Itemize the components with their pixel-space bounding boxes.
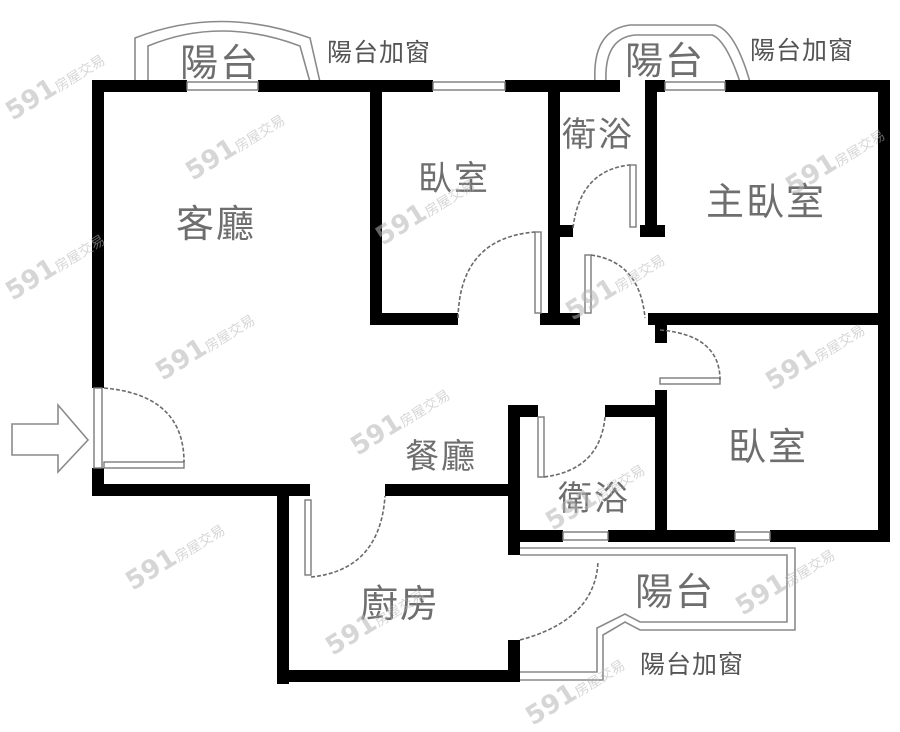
room-label-dining-room: 餐廳 <box>405 437 477 477</box>
room-label-bedroom-2: 臥室 <box>728 425 809 469</box>
balcony-top-right-outline <box>594 24 751 83</box>
walls <box>92 80 890 684</box>
floor-plan-drawing <box>11 20 890 684</box>
room-label-bedroom-1: 臥室 <box>418 159 490 199</box>
room-label-bathroom-2: 衛浴 <box>558 479 630 519</box>
balcony-label-bottom: 陽台 <box>635 570 716 614</box>
balcony-note-top-left: 陽台加窗 <box>327 38 432 67</box>
entrance-arrow-icon <box>11 402 90 475</box>
doors <box>103 164 721 641</box>
room-label-bathroom-1: 衛浴 <box>562 115 634 155</box>
room-label-living-room: 客廳 <box>176 202 257 246</box>
windows <box>93 81 771 541</box>
balcony-note-top-right: 陽台加窗 <box>750 36 855 65</box>
room-label-kitchen: 廚房 <box>360 582 441 626</box>
balcony-label-top-left: 陽台 <box>180 41 261 85</box>
balcony-note-bottom: 陽台加窗 <box>640 650 745 679</box>
balcony-label-top-right: 陽台 <box>625 39 706 83</box>
room-label-master-bedroom: 主臥室 <box>706 180 827 224</box>
balcony-bottom-outline <box>520 547 796 681</box>
balcony-top-left-outline <box>134 20 321 83</box>
